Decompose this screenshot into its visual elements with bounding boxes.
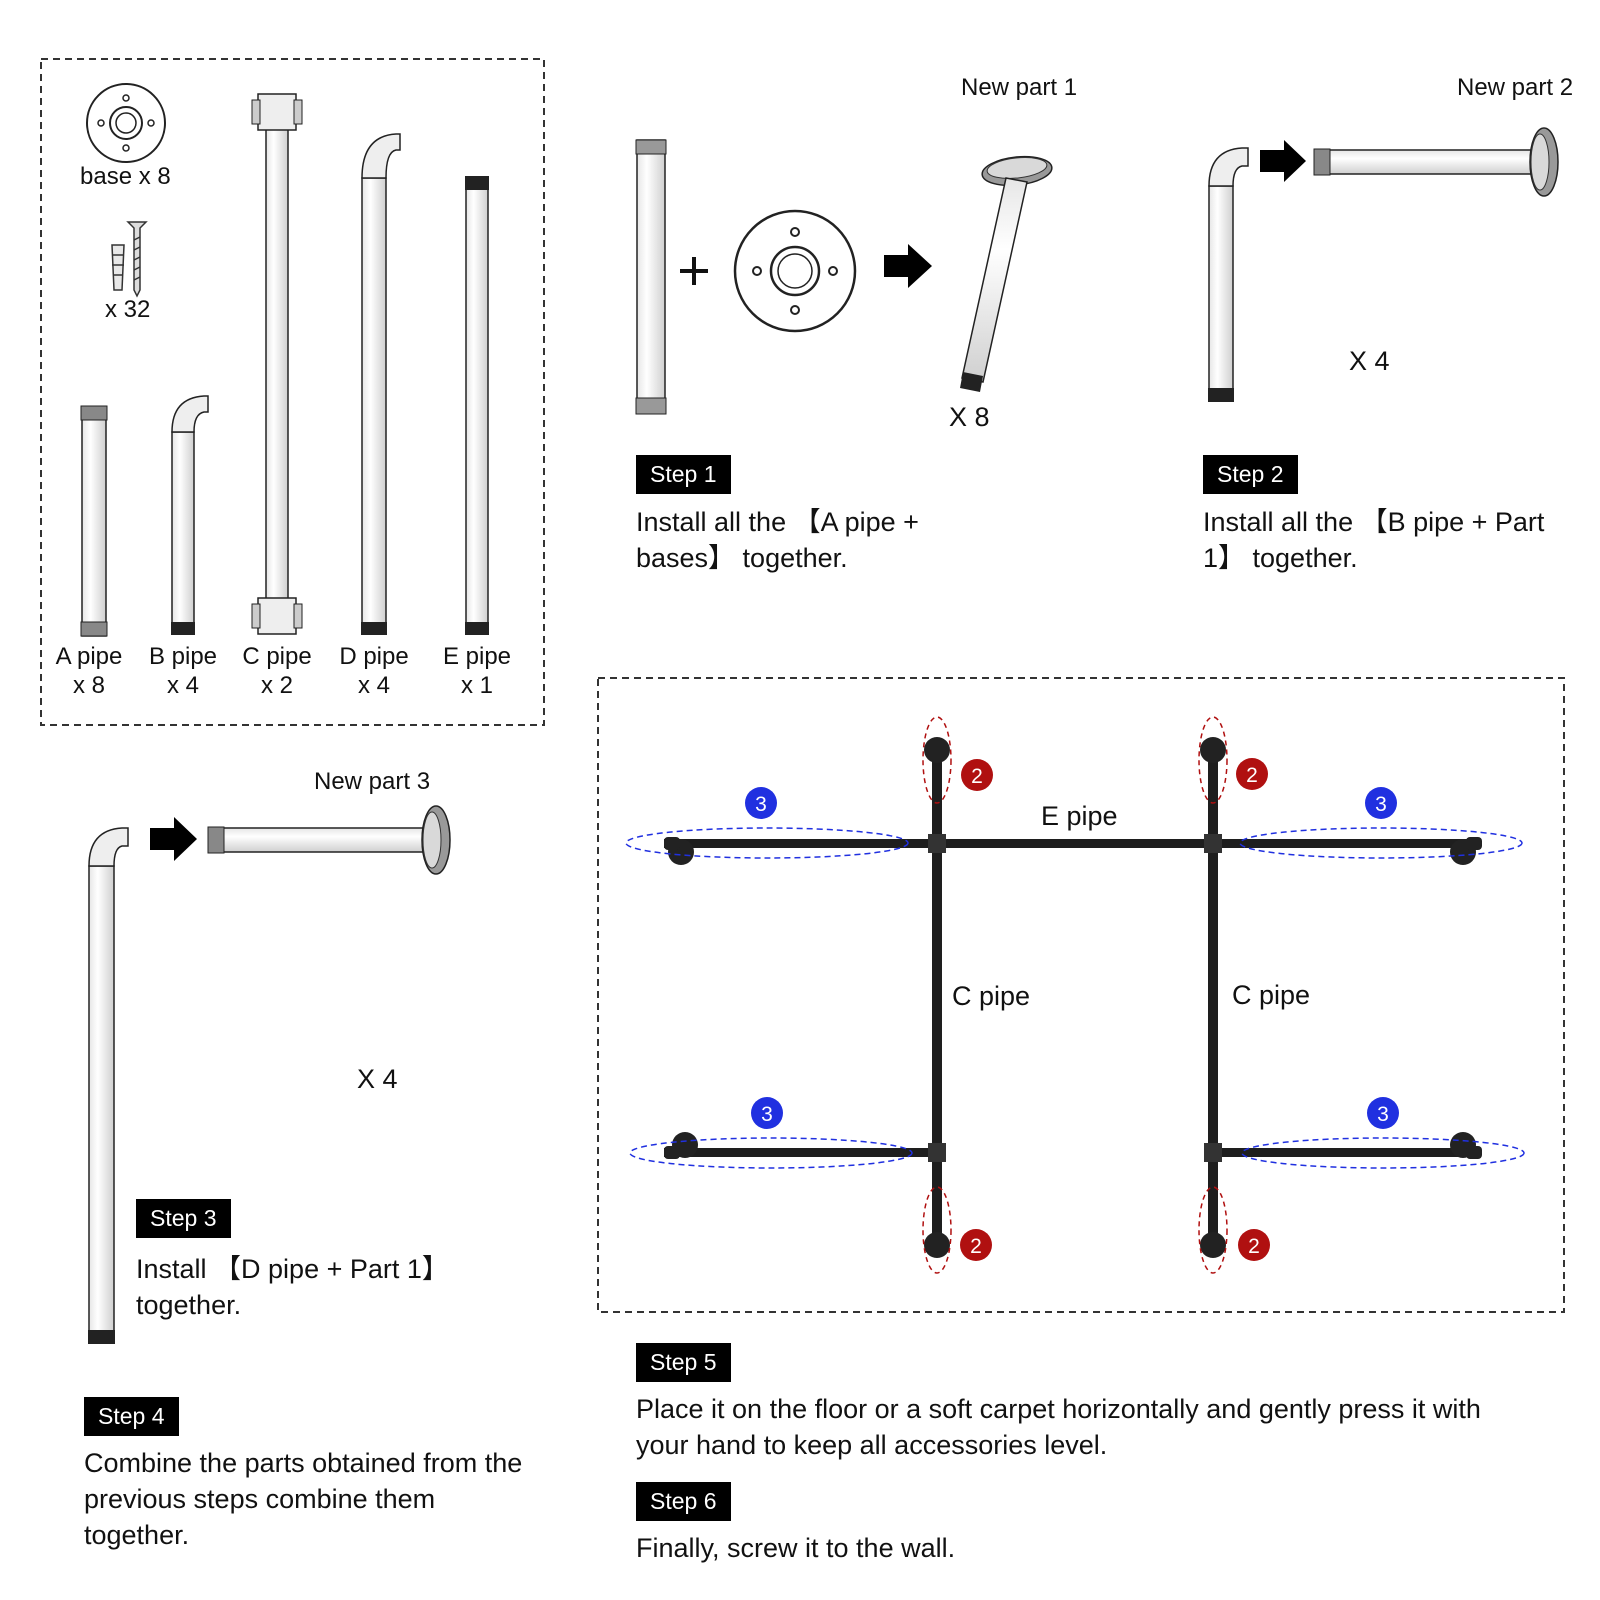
step5-badge: Step 5 <box>636 1343 731 1383</box>
base-flange-icon <box>86 83 166 163</box>
b-pipe-icon <box>171 395 209 635</box>
new-part-2-illustration <box>1313 127 1559 197</box>
part-e-label: E pipe x 1 <box>432 643 522 701</box>
part-count: x 1 <box>460 671 493 699</box>
screw-anchor-icon <box>111 221 148 298</box>
marker-3-label: 3 <box>1375 793 1387 816</box>
marker-3-icons <box>745 787 1399 1129</box>
highlight-red-ellipses <box>922 716 1228 1274</box>
part-c-label: C pipe x 2 <box>232 643 322 701</box>
e-pipe-label: E pipe <box>1041 801 1118 831</box>
c-pipe-icon <box>251 93 303 635</box>
step4-badge: Step 4 <box>84 1397 179 1437</box>
a-pipe-icon <box>80 405 108 637</box>
part-count: x 8 <box>72 671 105 699</box>
part-b-label: B pipe x 4 <box>138 643 228 701</box>
step1-a-pipe <box>635 139 667 415</box>
step6-description: Finally, screw it to the wall. <box>636 1533 956 1563</box>
part-name: C pipe <box>242 643 312 670</box>
plus-icon <box>680 257 708 285</box>
part-count: x 4 <box>166 671 199 699</box>
step3-badge: Step 3 <box>136 1199 231 1239</box>
base-count-label: base x 8 <box>80 163 171 190</box>
marker-2-label: 2 <box>970 1235 982 1258</box>
marker-3-label: 3 <box>1377 1103 1389 1126</box>
e-pipe-icon <box>465 176 489 635</box>
marker-3-label: 3 <box>761 1103 773 1126</box>
step2-b-pipe <box>1208 147 1249 402</box>
step6-badge: Step 6 <box>636 1482 731 1522</box>
step3-new-part-label: New part 3 <box>314 768 431 795</box>
arrow-icon <box>150 817 197 861</box>
marker-2-label: 2 <box>1248 1235 1260 1258</box>
step4-description: Combine the parts obtained from the prev… <box>84 1448 523 1550</box>
highlight-blue-ellipses <box>625 827 1525 1169</box>
c-pipe-left-label: C pipe <box>952 981 1031 1011</box>
marker-2-label: 2 <box>971 765 983 788</box>
part-count: x 4 <box>357 671 390 699</box>
part-a-label: A pipe x 8 <box>44 643 134 701</box>
d-pipe-icon <box>361 133 401 635</box>
step3-d-pipe <box>88 827 129 1344</box>
new-part-3-illustration <box>207 805 451 875</box>
arrow-icon <box>1260 140 1306 182</box>
part-name: E pipe <box>442 643 512 670</box>
assembly-box <box>597 677 1565 1313</box>
step2-badge: Step 2 <box>1203 455 1298 495</box>
marker-2-icons <box>960 758 1270 1261</box>
marker-3-label: 3 <box>755 793 767 816</box>
step1-multiplier: X 8 <box>949 402 990 432</box>
step3-description: Install 【D pipe + Part 1】 together. <box>136 1254 449 1320</box>
step5-description: Place it on the floor or a soft carpet h… <box>636 1394 1481 1460</box>
step1-base-flange <box>733 209 857 333</box>
part-name: A pipe <box>55 643 123 670</box>
parts-box <box>40 58 545 726</box>
step2-multiplier: X 4 <box>1349 346 1390 376</box>
arrow-icon <box>884 244 932 288</box>
c-pipe-right-label: C pipe <box>1232 980 1311 1010</box>
part-name: D pipe <box>339 643 409 670</box>
assembled-rack-illustration <box>664 737 1482 1258</box>
step2-new-part-label: New part 2 <box>1457 74 1574 101</box>
step1-badge: Step 1 <box>636 455 731 495</box>
step1-new-part-label: New part 1 <box>961 74 1078 101</box>
screws-count-label: x 32 <box>105 296 151 323</box>
step3-multiplier: X 4 <box>357 1064 398 1094</box>
step2-description: Install all the 【B pipe + Part 1】 togeth… <box>1203 507 1545 573</box>
marker-2-label: 2 <box>1246 764 1258 787</box>
new-part-1-illustration <box>960 155 1053 392</box>
part-name: B pipe <box>148 643 218 670</box>
step1-description: Install all the 【A pipe + bases】 togethe… <box>636 507 919 573</box>
part-count: x 2 <box>260 671 293 699</box>
part-d-label: D pipe x 4 <box>329 643 419 701</box>
